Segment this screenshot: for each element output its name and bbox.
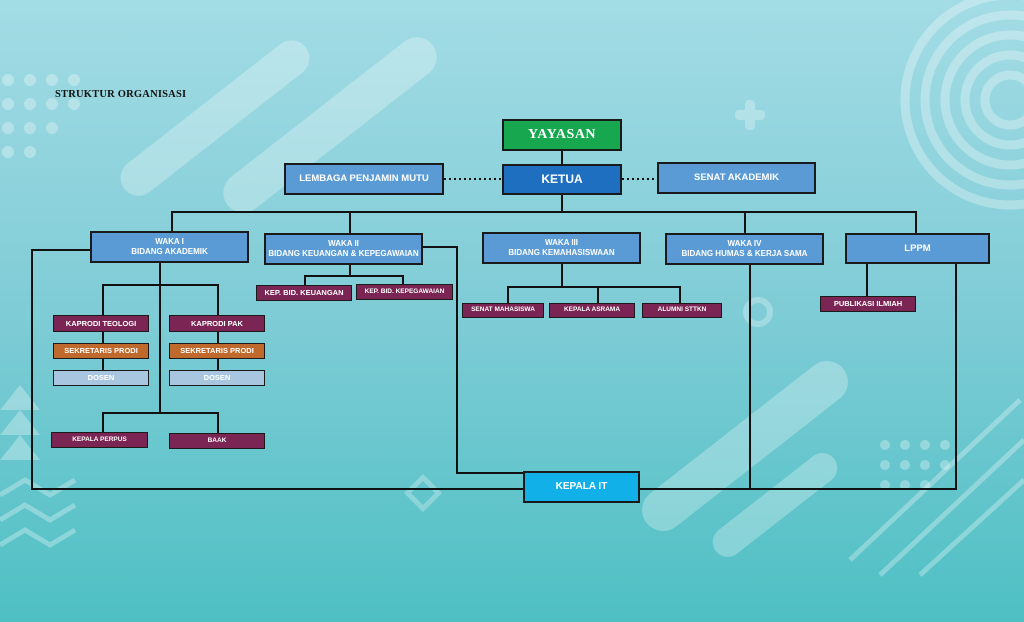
kepala-it-box: KEPALA IT — [523, 471, 640, 503]
kepala-asrama-box: KEPALA ASRAMA — [549, 303, 635, 318]
lppm-label: LPPM — [904, 242, 931, 254]
ketua-label: KETUA — [541, 172, 583, 186]
kepala-perpus-box: KEPALA PERPUS — [51, 432, 148, 448]
alumni-sttkn-box: ALUMNI STTKN — [642, 303, 722, 318]
waka-4-box: WAKA IV BIDANG HUMAS & KERJA SAMA — [665, 233, 824, 265]
kepala-asrama-label: KEPALA ASRAMA — [563, 306, 621, 314]
waka-1-title: WAKA I — [155, 237, 184, 246]
alumni-sttkn-label: ALUMNI STTKN — [657, 306, 707, 314]
waka-4-subtitle: BIDANG HUMAS & KERJA SAMA — [681, 249, 808, 258]
lppm-box: LPPM — [845, 233, 990, 264]
kepala-perpus-label: KEPALA PERPUS — [72, 435, 127, 443]
dosen-2-box: DOSEN — [169, 370, 265, 386]
waka-2-subtitle: BIDANG KEUANGAN & KEPEGAWAIAN — [268, 249, 419, 258]
yayasan-box: YAYASAN — [502, 119, 622, 151]
ketua-box: KETUA — [502, 164, 622, 195]
senat-akademik-box: SENAT AKADEMIK — [657, 162, 816, 194]
publikasi-ilmiah-label: PUBLIKASI ILMIAH — [833, 299, 903, 309]
dosen-1-box: DOSEN — [53, 370, 149, 386]
senat-mahasiswa-label: SENAT MAHASISWA — [471, 306, 535, 314]
dosen-2-label: DOSEN — [203, 373, 231, 383]
waka-3-box: WAKA III BIDANG KEMAHASISWAAN — [482, 232, 641, 264]
waka-1-subtitle: BIDANG AKADEMIK — [131, 247, 208, 256]
kep-bid-kepegawaian-box: KEP. BID. KEPEGAWAIAN — [356, 284, 453, 300]
waka-3-subtitle: BIDANG KEMAHASISWAAN — [508, 248, 615, 257]
baak-label: BAAK — [207, 436, 227, 444]
publikasi-ilmiah-box: PUBLIKASI ILMIAH — [820, 296, 916, 312]
dosen-1-label: DOSEN — [87, 373, 115, 383]
kaprodi-pak-label: KAPRODI PAK — [191, 318, 243, 328]
kaprodi-teologi-box: KAPRODI TEOLOGI — [53, 315, 149, 332]
sekretaris-prodi-1-label: SEKRETARIS PRODI — [64, 346, 138, 356]
sekretaris-prodi-2-box: SEKRETARIS PRODI — [169, 343, 265, 359]
kep-bid-keuangan-box: KEP. BID. KEUANGAN — [256, 285, 352, 301]
kep-bid-keuangan-label: KEP. BID. KEUANGAN — [264, 288, 344, 298]
waka-3-title: WAKA III — [544, 238, 579, 247]
kepala-it-label: KEPALA IT — [555, 480, 608, 492]
waka-1-box: WAKA I BIDANG AKADEMIK — [90, 231, 249, 263]
yayasan-label: YAYASAN — [527, 127, 597, 143]
sekretaris-prodi-1-box: SEKRETARIS PRODI — [53, 343, 149, 359]
waka-4-title: WAKA IV — [727, 239, 762, 248]
sekretaris-prodi-2-label: SEKRETARIS PRODI — [180, 346, 254, 356]
waka-2-title: WAKA II — [328, 239, 359, 248]
kaprodi-teologi-label: KAPRODI TEOLOGI — [65, 318, 137, 328]
lembaga-penjamin-mutu-label: LEMBAGA PENJAMIN MUTU — [299, 173, 429, 185]
senat-akademik-label: SENAT AKADEMIK — [694, 172, 779, 184]
waka-2-box: WAKA II BIDANG KEUANGAN & KEPEGAWAIAN — [264, 233, 423, 265]
kaprodi-pak-box: KAPRODI PAK — [169, 315, 265, 332]
kep-bid-kepegawaian-label: KEP. BID. KEPEGAWAIAN — [364, 287, 445, 295]
senat-mahasiswa-box: SENAT MAHASISWA — [462, 303, 544, 318]
page-title: STRUKTUR ORGANISASI — [55, 89, 187, 100]
baak-box: BAAK — [169, 433, 265, 449]
lembaga-penjamin-mutu-box: LEMBAGA PENJAMIN MUTU — [284, 163, 444, 195]
